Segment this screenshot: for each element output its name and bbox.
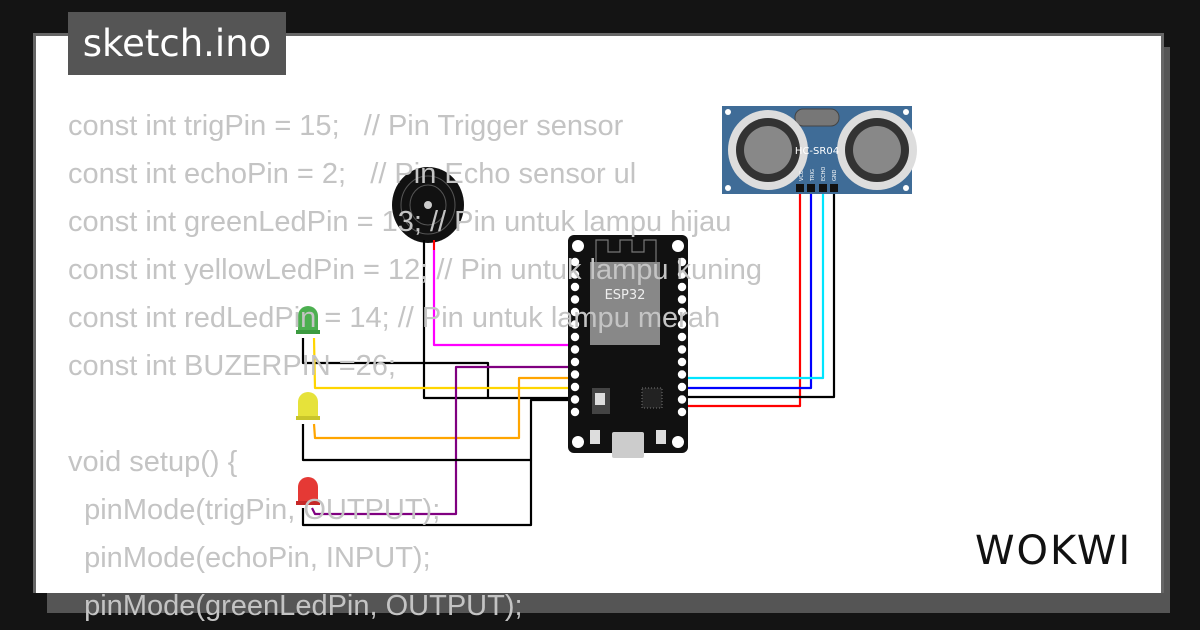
pin-label-gnd: GND	[832, 169, 838, 181]
esp32-pin-right	[677, 395, 687, 404]
esp32-pin-right	[677, 257, 687, 267]
esp32-pin-left	[570, 332, 580, 342]
wire-red-gnd	[301, 460, 533, 527]
wire-echo	[682, 194, 825, 380]
wire-buzzer-gnd	[422, 240, 575, 400]
led-green[interactable]	[296, 306, 320, 334]
wokwi-logo: WOKWI	[975, 528, 1133, 574]
esp32-pin-left	[570, 282, 580, 292]
led-red[interactable]	[296, 477, 320, 505]
esp32-pin-right	[677, 320, 687, 329]
wire-yellow-gnd	[301, 398, 575, 462]
wire-gnd	[682, 194, 836, 399]
esp32-pin-right	[677, 407, 687, 417]
pin-label-trig: TRIG	[810, 169, 816, 182]
esp32-pin-right	[677, 357, 687, 367]
esp32-pin-left	[570, 407, 580, 417]
esp32-pin-right	[677, 295, 687, 304]
wire-buzzer-signal	[432, 240, 575, 347]
wire-green-signal	[312, 337, 575, 390]
pin-label-vcc: VCC	[799, 170, 805, 181]
esp32-board[interactable]: ESP32	[568, 235, 688, 458]
sensor-label: HC-SR04	[795, 146, 839, 157]
esp32-pin-left	[570, 382, 580, 392]
esp32-pin-left	[570, 295, 580, 304]
pin-label-echo: ECHO	[821, 167, 827, 181]
esp32-label: ESP32	[605, 288, 646, 303]
esp32-pin-left	[570, 395, 580, 404]
esp32-pin-left	[570, 357, 580, 367]
esp32-pin-right	[677, 382, 687, 392]
wire-green-gnd	[301, 338, 490, 398]
file-title: sketch.ino	[68, 12, 286, 75]
esp32-pin-left	[570, 257, 580, 267]
esp32-pin-left	[570, 320, 580, 329]
esp32-pin-left	[570, 345, 580, 354]
esp32-pin-right	[677, 307, 687, 317]
esp32-pin-left	[570, 307, 580, 317]
wire-yellow-signal	[312, 376, 575, 440]
esp32-pin-left	[570, 270, 580, 279]
esp32-pin-right	[677, 270, 687, 279]
esp32-pin-right	[677, 332, 687, 342]
esp32-pin-left	[570, 370, 580, 379]
esp32-pin-right	[677, 370, 687, 379]
hc-sr04-sensor[interactable]: HC-SR04 VCC TRIG ECHO GND	[722, 106, 917, 194]
wire-red-signal	[311, 365, 575, 516]
esp32-pin-right	[677, 345, 687, 354]
wire-trig	[682, 194, 813, 390]
buzzer[interactable]	[392, 167, 464, 250]
wire-vcc	[682, 194, 802, 408]
led-yellow[interactable]	[296, 392, 320, 420]
esp32-pin-right	[677, 282, 687, 292]
